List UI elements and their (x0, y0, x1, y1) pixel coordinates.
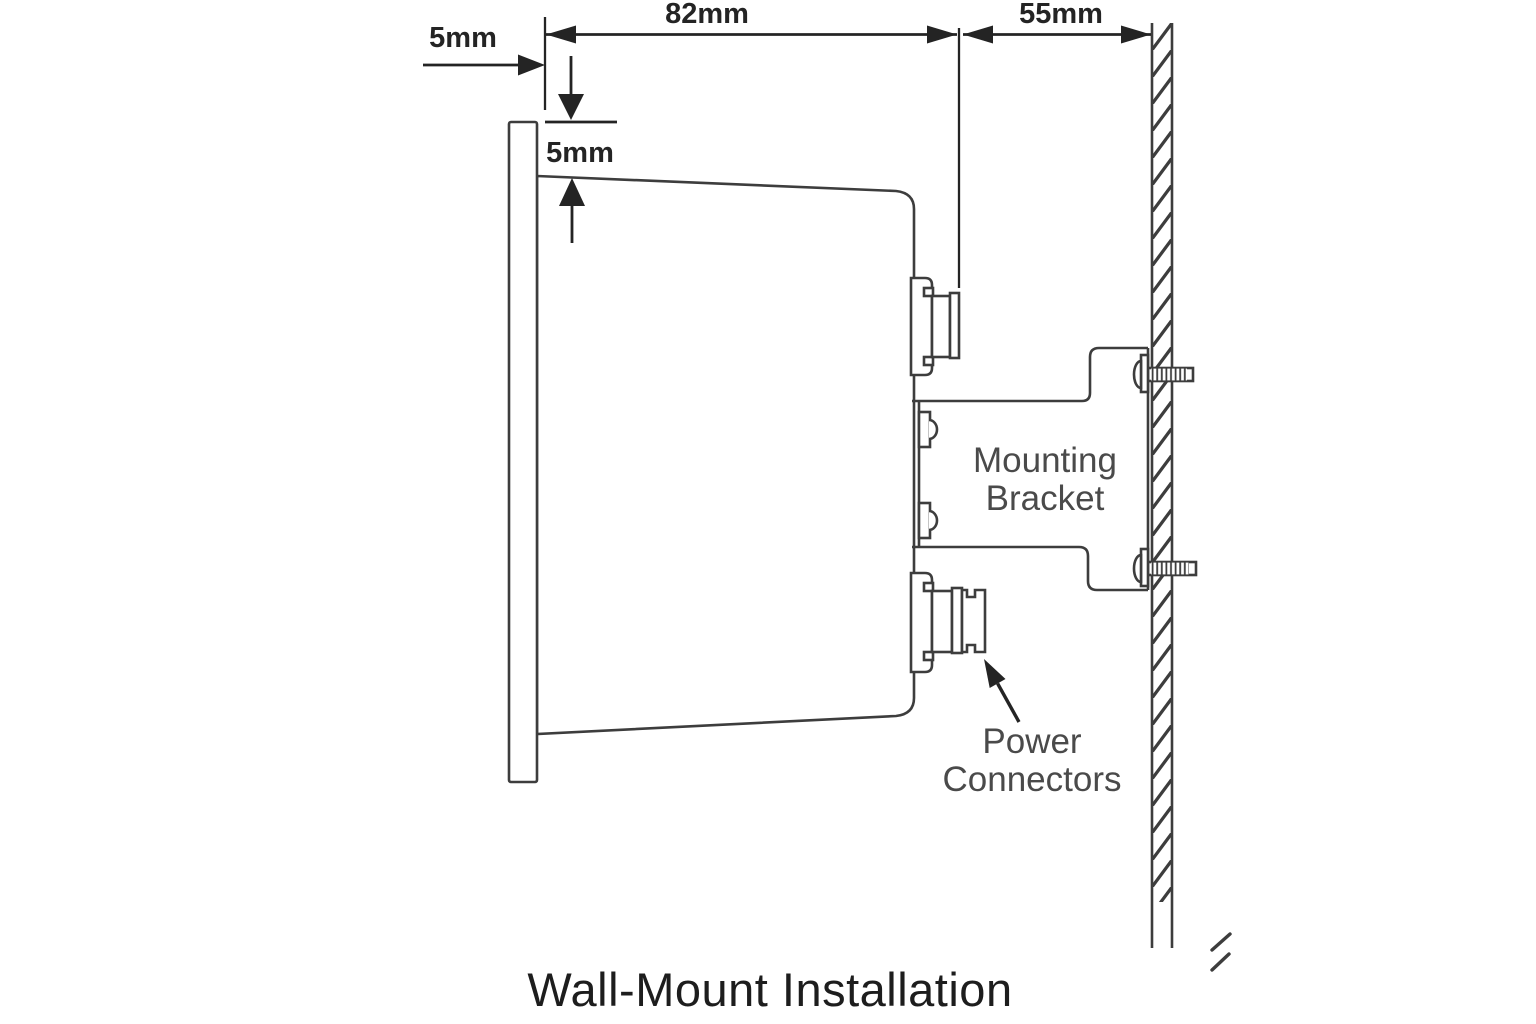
dim-label-front-offset: 5mm (429, 22, 497, 54)
wall-hatching (1152, 23, 1172, 902)
connector-collar (922, 581, 935, 593)
dim-label-bracket-depth: 55mm (1019, 0, 1103, 30)
dim-label-bezel-lip: 5mm (546, 137, 614, 169)
dim-line-82mm (546, 25, 957, 44)
wall-bolt-top (1132, 353, 1195, 394)
diagram-title: Wall-Mount Installation (527, 963, 1013, 1016)
power-connector-plug (960, 588, 987, 654)
bolt-threads (1151, 368, 1187, 381)
connector-collar (922, 355, 935, 367)
dim-label-device-depth: 82mm (665, 0, 749, 30)
mounting-bracket-label-line1: Mounting (973, 441, 1117, 480)
power-connector-flange (950, 586, 964, 655)
dim-arrow-bezel-lip-down (558, 56, 584, 120)
mounting-bracket-label: Mounting Bracket (973, 442, 1117, 518)
device-body (535, 174, 916, 736)
bracket-top-arm (912, 346, 1148, 403)
dim-arrow-bezel-lip-up (559, 178, 585, 243)
device-side-view (507, 120, 916, 784)
power-connector-body (930, 589, 954, 654)
wall-break-marks (1210, 932, 1232, 972)
arrowhead-right-icon (1121, 25, 1151, 44)
dimension-annotations (423, 17, 1151, 723)
bracket-screw-top (917, 410, 939, 449)
arrowhead-down-icon (558, 94, 584, 120)
arrowhead-up-icon (559, 178, 585, 206)
bracket-screw-bottom (917, 501, 939, 540)
top-connector-base (909, 276, 934, 377)
arrowhead-left-icon (963, 25, 993, 44)
power-connectors-label-line2: Connectors (942, 760, 1122, 799)
bolt-threads (1151, 562, 1189, 575)
wall-bolt-bottom (1132, 547, 1198, 588)
power-connectors-label: Power Connectors (943, 723, 1122, 799)
arrowhead-left-icon (546, 25, 576, 44)
mounting-bracket-label-line2: Bracket (985, 479, 1105, 518)
connector-collar (922, 650, 935, 662)
connector-collar (922, 286, 935, 298)
arrowhead-upleft-icon (984, 659, 1006, 688)
bracket-bottom-arm (912, 545, 1148, 592)
power-connector-base (909, 571, 934, 674)
front-bezel (507, 120, 539, 784)
dim-arrow-front-offset (423, 54, 545, 76)
top-connector-body (930, 294, 952, 359)
arrowhead-right-icon (518, 54, 545, 76)
top-connector-cap (948, 291, 961, 360)
power-connectors-label-line1: Power (982, 722, 1082, 761)
wall (1150, 23, 1174, 948)
top-connector (909, 276, 961, 377)
arrowhead-right-icon (927, 25, 957, 44)
power-connector (909, 571, 987, 674)
bolt-head (1132, 359, 1143, 390)
bolt-head (1132, 553, 1143, 584)
callout-arrow-power-connectors (984, 659, 1021, 723)
dim-line-55mm (963, 25, 1151, 44)
